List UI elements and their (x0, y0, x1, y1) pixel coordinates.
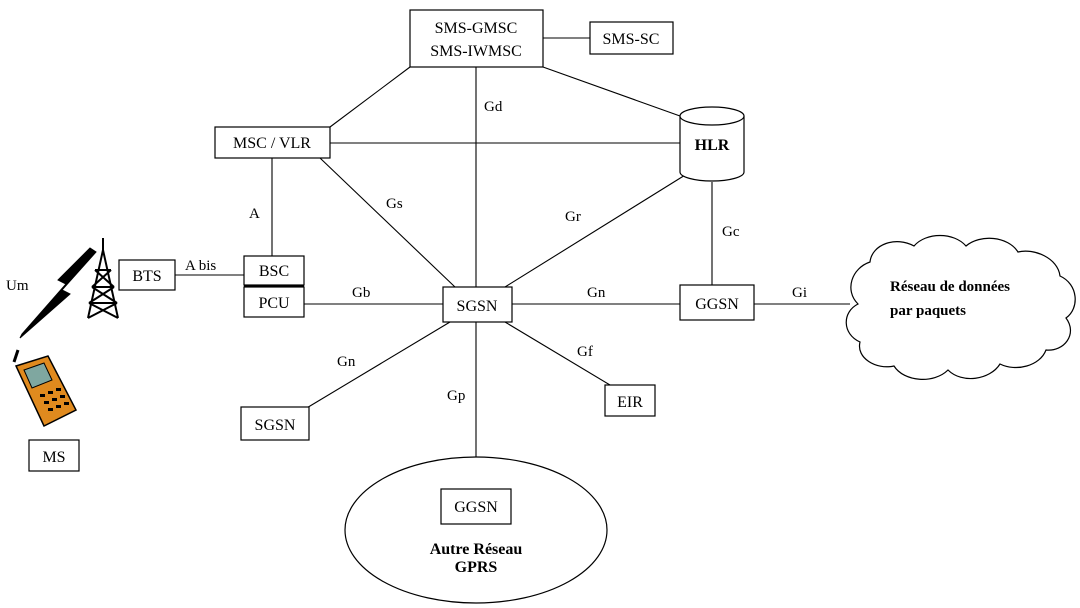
ggsn-box (679, 284, 755, 321)
cloud-label-line1: Réseau de données (890, 279, 1010, 295)
bts-label: BTS (132, 268, 161, 285)
other-network-label-line2: GPRS (455, 559, 498, 576)
msc-vlr-label: MSC / VLR (233, 135, 311, 152)
connections (175, 37, 850, 489)
other-network-label-line1: Autre Réseau (430, 541, 523, 558)
lightning-bolt-icon (19, 247, 97, 339)
interface-label-gb: Gb (352, 285, 370, 301)
cloud-shape (845, 235, 1076, 380)
ms-label: MS (42, 449, 65, 466)
sgsn-secondary-label: SGSN (255, 417, 296, 434)
eir-label: EIR (617, 394, 643, 411)
mobile-phone-icon (12, 349, 78, 428)
sgsn-secondary-box (240, 406, 310, 441)
hlr-label: HLR (695, 137, 730, 154)
interface-label-gp: Gp (447, 388, 465, 404)
sms-iwmsc-label: SMS-IWMSC (430, 43, 522, 60)
interface-label-gd: Gd (484, 99, 503, 115)
interface-label-gf: Gf (577, 344, 593, 360)
link-gr-hlr-sgsn (504, 171, 691, 288)
bsc-box (243, 255, 305, 286)
interface-label-a: A (249, 206, 260, 222)
sms-sc-box (589, 21, 674, 55)
ggsn-label: GGSN (695, 296, 739, 313)
other-gprs-network-ellipse (344, 456, 608, 604)
interface-label-gs: Gs (386, 196, 403, 212)
hlr-database: HLR (679, 106, 745, 182)
interface-label-abis: A bis (185, 258, 216, 274)
link-gs-msc-sgsn (319, 157, 456, 288)
interface-label-gr: Gr (565, 209, 581, 225)
packet-data-network-cloud: Réseau de données par paquets (845, 235, 1076, 380)
link-gn-sgsn-sgsn2 (304, 321, 451, 410)
interface-label-gi: Gi (792, 285, 807, 301)
sgsn-label: SGSN (457, 298, 498, 315)
bts-box (118, 259, 176, 291)
interface-label-gn-left: Gn (337, 354, 356, 370)
hlr-cylinder-top (679, 106, 745, 126)
bsc-label: BSC (259, 263, 289, 280)
ggsn-other-label: GGSN (454, 499, 498, 516)
sgsn-box (442, 286, 513, 323)
cloud-label-line2: par paquets (890, 303, 966, 319)
sms-gmsc-label: SMS-GMSC (435, 20, 518, 37)
sms-gmsc-iwmsc-box (409, 9, 544, 68)
radio-tower-icon (87, 238, 119, 319)
interface-label-um: Um (6, 278, 29, 294)
link-gf-sgsn-eir (504, 321, 611, 386)
interface-label-gn-right: Gn (587, 285, 606, 301)
eir-box (604, 384, 656, 417)
hlr-cylinder-body (679, 116, 745, 182)
link-gmsc-hlr (542, 66, 681, 117)
sms-sc-label: SMS-SC (603, 31, 660, 48)
pcu-box (243, 286, 305, 318)
ggsn-other-box (440, 488, 512, 525)
ms-box (28, 439, 80, 472)
link-gmsc-msc (329, 66, 411, 128)
interface-label-gc: Gc (722, 224, 740, 240)
msc-vlr-box (214, 126, 331, 159)
pcu-label: PCU (258, 295, 290, 312)
